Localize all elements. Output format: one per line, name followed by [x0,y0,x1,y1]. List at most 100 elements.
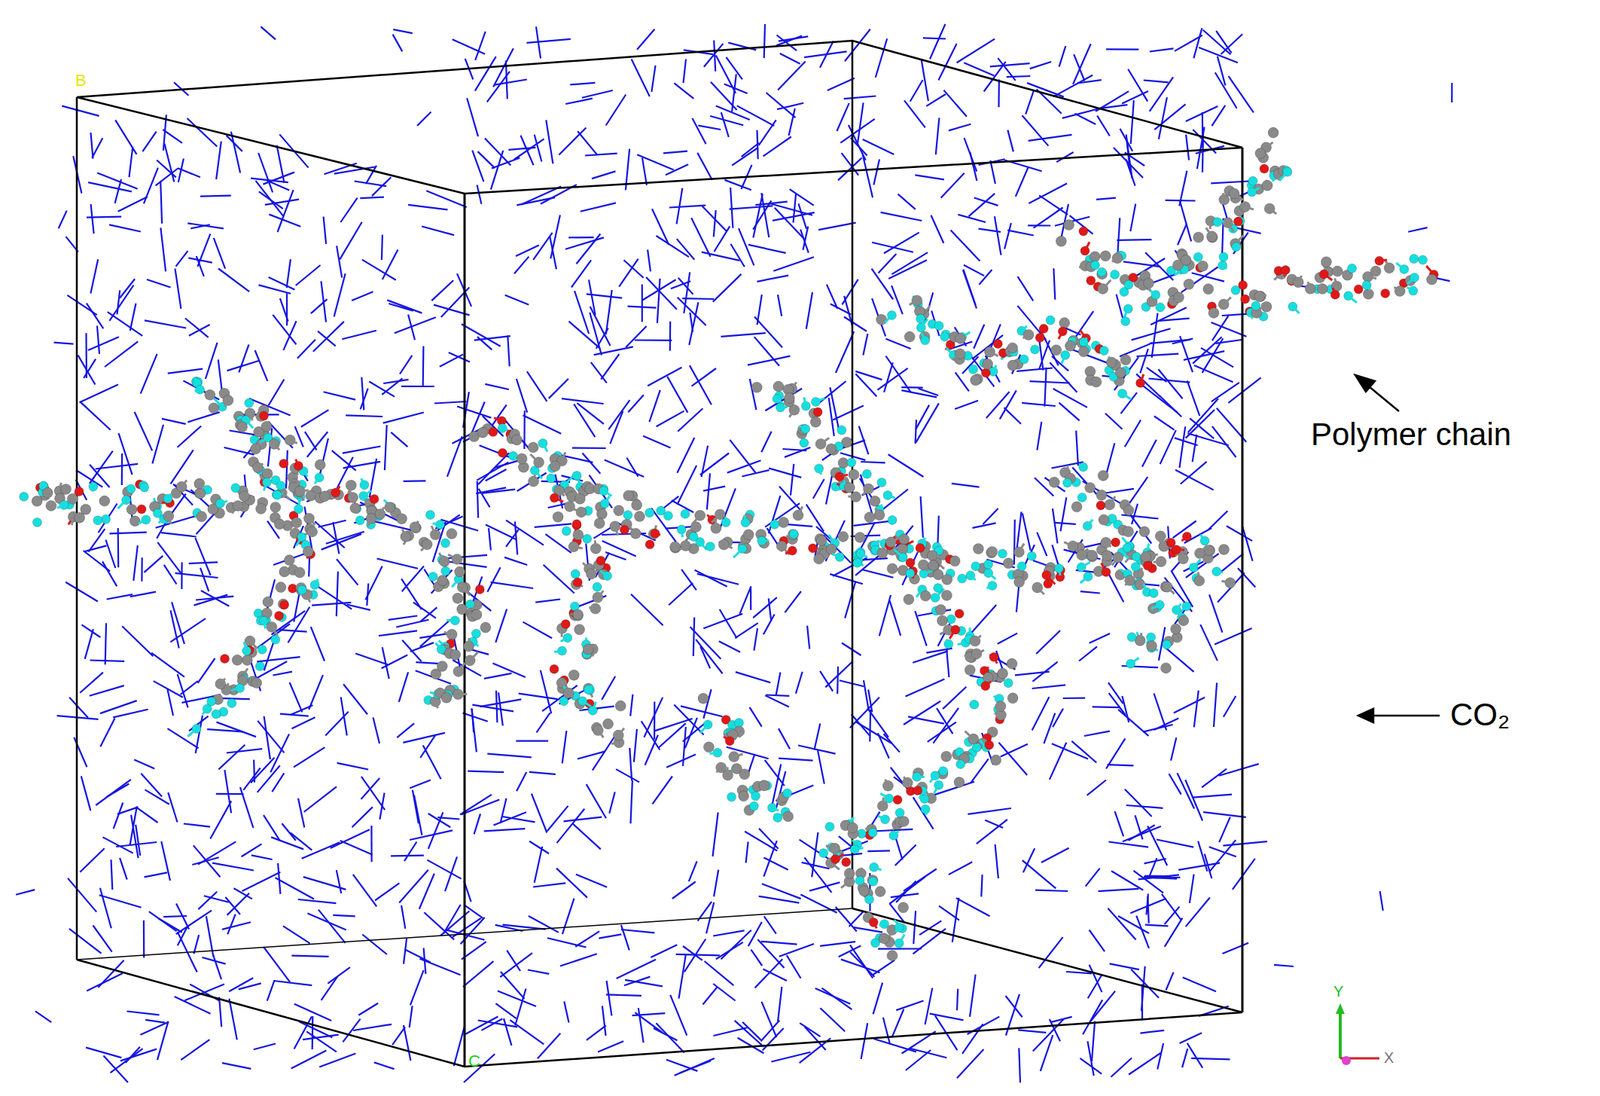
co2-molecule [353,1024,392,1031]
co2-molecule [540,670,552,714]
co2-molecule [361,776,385,810]
co2-molecule [517,472,547,491]
co2-molecule [527,371,548,402]
co2-molecule [905,679,945,697]
co2-molecule [943,90,967,117]
co2-molecule [855,373,877,397]
atom [441,566,451,576]
co2-molecule [710,82,738,110]
bond [134,521,138,525]
co2-molecule [156,160,177,178]
co2-molecule [409,780,431,789]
atom [194,487,205,499]
co2-molecule [954,400,979,409]
co2-molecule [825,661,852,688]
co2-molecule [707,472,711,509]
co2-molecule [535,599,561,603]
co2-molecule [216,141,222,180]
co2-molecule [130,806,138,845]
co2-molecule [100,887,112,929]
co2-molecule [1226,525,1253,541]
co2-molecule [618,259,638,287]
co2-molecule [1059,45,1067,67]
co2-molecule [402,640,421,662]
co2-molecule [374,882,400,900]
co2-molecule [477,481,479,519]
bond [380,506,384,514]
co2-molecule [1082,999,1103,1034]
bond [441,664,445,667]
co2-molecule [997,57,1015,81]
co2-molecule [950,230,981,262]
co2-molecule [289,682,303,712]
co2-molecule [778,728,790,749]
co2-molecule [597,1040,624,1052]
co2-molecule [565,98,593,104]
co2-molecule [119,278,135,298]
co2-molecule [224,769,232,813]
co2-molecule [1022,115,1049,146]
bond [187,728,197,737]
co2-molecule [967,807,1012,814]
bond [467,637,471,647]
co2-molecule [478,1020,519,1028]
co2-molecule [804,1026,826,1050]
co2-molecule [1179,335,1193,372]
co2-molecule [938,905,960,921]
co2-molecule [1100,104,1128,109]
co2-molecule [739,587,751,615]
bond [446,618,455,622]
co2-molecule [396,722,415,738]
co2-molecule [841,279,858,305]
co2-molecule [1084,731,1110,736]
co2-molecule [218,744,245,770]
atom [619,524,629,534]
co2-molecule [642,157,647,186]
bond [130,508,132,513]
co2-molecule [867,707,889,738]
co2-molecule [485,469,507,481]
co2-molecule [956,988,958,1010]
co2-molecule [262,172,295,185]
co2-molecule [319,1053,356,1067]
co2-molecule [995,844,999,878]
co2-molecule [210,800,232,839]
bond [324,496,326,500]
co2-molecule [1080,591,1101,593]
co2-molecule [314,521,345,548]
co2-molecule [378,630,418,636]
co2-molecule [666,754,696,768]
co2-molecule [710,115,744,125]
co2-molecule [721,332,766,337]
co2-molecule [903,700,941,725]
co2-molecule [201,590,229,607]
atom [231,654,243,665]
co2-molecule [340,840,373,855]
co2-molecule [1192,794,1232,798]
co2-molecule [370,825,372,862]
co2-molecule [271,836,304,849]
co2-molecule [956,1048,984,1078]
co2-molecule [238,982,262,989]
atom [60,483,72,494]
co2-molecule [923,37,946,39]
bond [241,680,244,683]
co2-molecule [162,129,183,144]
bond [257,499,263,503]
co2-molecule [673,82,694,98]
co2-molecule [403,938,407,964]
co2-molecule [399,355,412,375]
co2-molecule [479,698,522,707]
co2-molecule [585,153,618,156]
co2-molecule [1178,862,1220,870]
co2-molecule [311,602,351,606]
co2-molecule [968,193,995,217]
atom [437,575,448,586]
co2-molecule [111,859,113,890]
co2-molecule [545,119,553,164]
co2-molecule [313,321,345,352]
co2-molecule [353,874,377,907]
co2-molecule [1091,990,1116,1021]
co2-molecule [88,336,119,351]
co2-molecule [99,894,142,908]
